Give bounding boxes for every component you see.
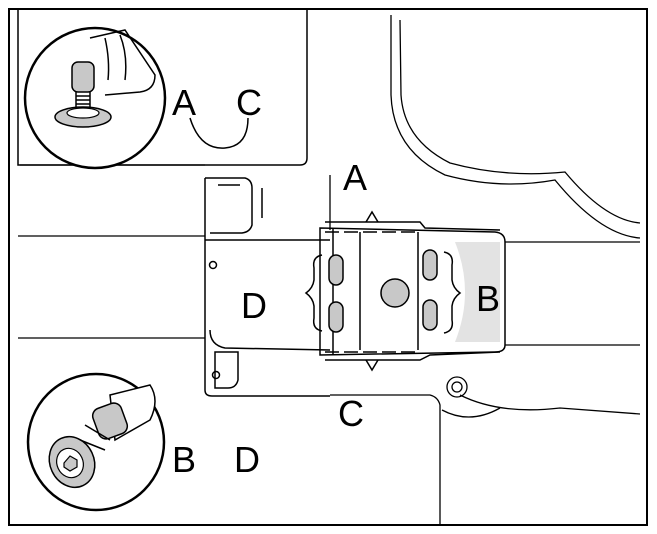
slot-holes-d: [328, 254, 344, 333]
brace-left: [304, 254, 323, 332]
pointer-a: [365, 210, 379, 223]
mounting-plate: [319, 221, 506, 361]
top-inset-frame: [17, 9, 308, 166]
slot-holes-b: [422, 249, 438, 331]
label-main-d: D: [241, 285, 267, 326]
top-inset-arc: [189, 117, 249, 149]
body-panel-lines: [18, 15, 641, 525]
push-clip-fastener-icon: [23, 26, 167, 170]
slot-hole: [328, 254, 344, 286]
slot-hole: [422, 299, 438, 331]
label-top-inset-a: A: [172, 82, 196, 123]
label-top-inset-c: C: [236, 82, 262, 123]
main-bracket: [204, 177, 331, 397]
bolt-with-washer-icon: [26, 372, 166, 512]
label-main-b: B: [476, 278, 500, 319]
label-bottom-inset-d: D: [234, 439, 260, 480]
label-main-c: C: [338, 393, 364, 434]
label-bottom-inset-b: B: [172, 439, 196, 480]
center-boss: [380, 278, 410, 308]
region-b-highlight: [455, 242, 500, 342]
slot-hole: [328, 301, 344, 333]
brace-right: [443, 251, 462, 334]
label-main-a: A: [343, 157, 367, 198]
slot-hole: [422, 249, 438, 281]
diagram-border: [8, 8, 648, 526]
pointer-c: [365, 359, 379, 372]
